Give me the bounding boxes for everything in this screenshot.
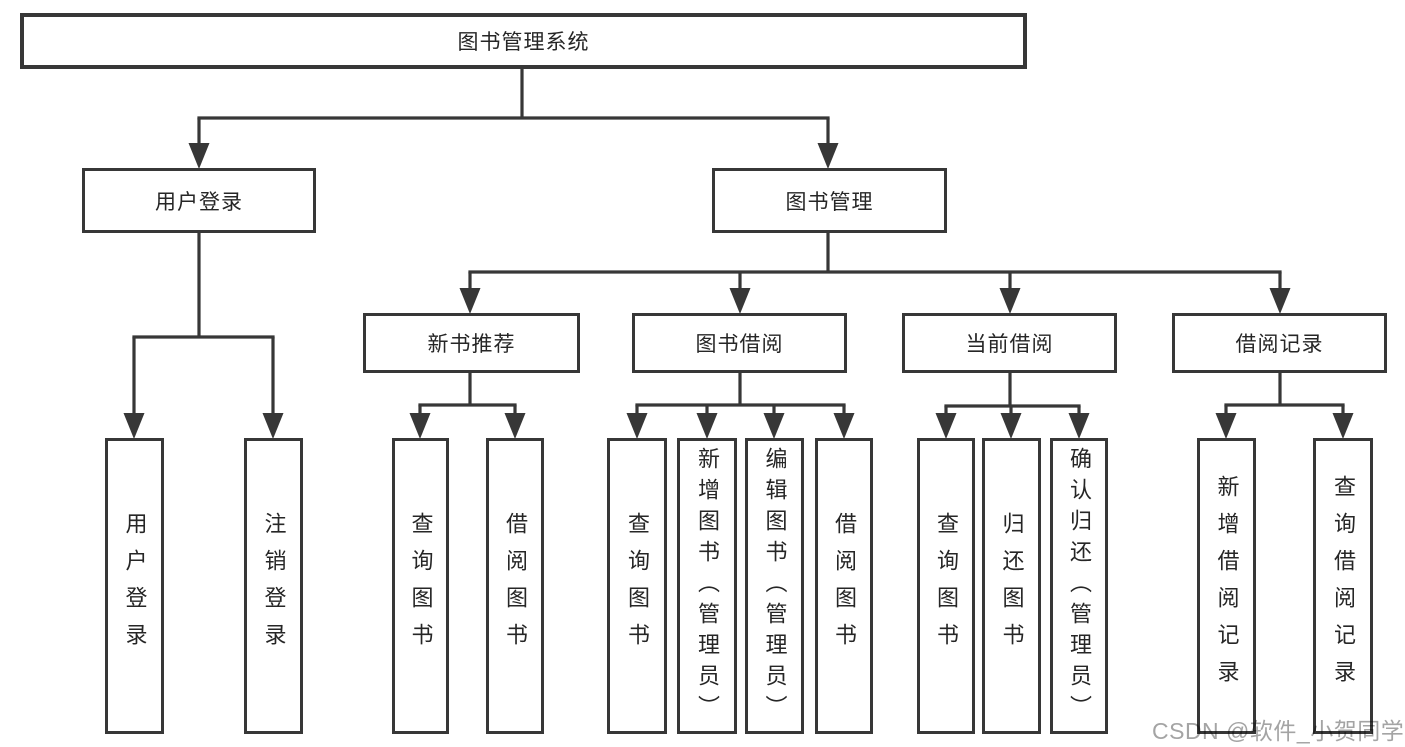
leaf-user-login: 用户登录 (105, 438, 164, 734)
node-book-management: 图书管理 (712, 168, 947, 233)
node-root: 图书管理系统 (20, 13, 1027, 69)
leaf-label: 新增图书（管理员） (695, 446, 720, 726)
node-borrowing-records: 借阅记录 (1172, 313, 1387, 373)
leaf-logout: 注销登录 (244, 438, 303, 734)
leaf-newbooks-query-books: 查询图书 (392, 438, 449, 734)
leaf-label: 查询借阅记录 (1331, 475, 1356, 697)
node-user-login: 用户登录 (82, 168, 316, 233)
leaf-current-return-books: 归还图书 (982, 438, 1041, 734)
leaf-label: 查询图书 (625, 512, 650, 660)
leaf-label: 查询图书 (408, 512, 434, 660)
leaf-label: 编辑图书（管理员） (762, 446, 788, 726)
leaf-label: 归还图书 (999, 512, 1025, 660)
leaf-label: 新增借阅记录 (1214, 475, 1240, 697)
leaf-label: 借阅图书 (503, 512, 528, 660)
leaf-label: 确认归还（管理员） (1067, 446, 1092, 726)
csdn-watermark: CSDN @软件_小贺同学 (1152, 718, 1405, 744)
node-current-borrowing: 当前借阅 (902, 313, 1117, 373)
leaf-label: 用户登录 (122, 512, 148, 660)
leaf-borrowing-borrow-books: 借阅图书 (815, 438, 873, 734)
leaf-current-query-books: 查询图书 (917, 438, 975, 734)
node-new-book-recommend: 新书推荐 (363, 313, 580, 373)
leaf-borrowing-add-books-admin: 新增图书（管理员） (677, 438, 737, 734)
leaf-records-add-record: 新增借阅记录 (1197, 438, 1256, 734)
leaf-borrowing-edit-books-admin: 编辑图书（管理员） (745, 438, 804, 734)
leaf-label: 借阅图书 (832, 512, 857, 660)
leaf-label: 查询图书 (934, 512, 959, 660)
leaf-current-confirm-return-admin: 确认归还（管理员） (1050, 438, 1108, 734)
leaf-newbooks-borrow-books: 借阅图书 (486, 438, 544, 734)
leaf-records-query-record: 查询借阅记录 (1313, 438, 1373, 734)
leaf-borrowing-query-books: 查询图书 (607, 438, 667, 734)
leaf-label: 注销登录 (261, 512, 287, 660)
node-book-borrowing: 图书借阅 (632, 313, 847, 373)
